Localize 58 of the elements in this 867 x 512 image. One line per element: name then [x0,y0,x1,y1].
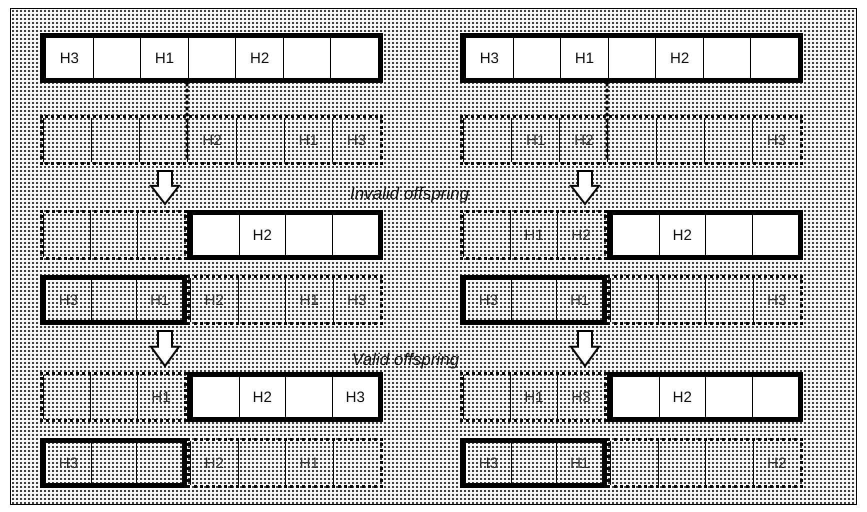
gene-label: H2 [672,226,692,244]
gene-label: H2 [202,132,222,148]
gene-label: H2 [672,388,692,406]
gene-label: H1 [570,292,590,308]
gene-label: H2 [670,50,690,66]
gene-label: H3 [347,292,366,308]
gene-label: H1 [570,454,590,472]
block-arrow [568,170,602,206]
gene-label: H3 [478,292,498,308]
gene-label: H2 [252,388,272,406]
gene-label: H3 [480,50,499,66]
gene-label: H3 [478,454,498,472]
dotted-chromosome-segment [40,115,383,165]
gene-label: H3 [60,50,79,66]
gene-label: H3 [346,388,365,406]
dotted-chromosome-segment [187,438,383,488]
gene-label: H3 [58,292,78,308]
dotted-chromosome-segment [460,115,803,165]
gene-label: H2 [767,454,786,472]
gene-label: H3 [346,132,366,148]
block-arrow [149,330,181,368]
chromosome-segment [607,372,803,422]
gene-label: H3 [571,388,591,406]
caption-text: Valid offspring [352,350,460,370]
gene-label: H2 [574,132,594,148]
gene-label: H3 [58,454,78,472]
chromosome-segment [40,275,187,325]
gene-label: H2 [204,454,224,472]
gene-label: H1 [526,132,546,148]
block-arrow [148,170,182,206]
chromosome-segment [40,33,383,83]
gene-label: H1 [524,226,544,244]
gene-label: H1 [524,388,544,406]
gene-label: H1 [150,292,170,308]
gene-label: H2 [250,50,270,66]
dotted-chromosome-segment [607,438,803,488]
chromosome-segment [187,372,383,422]
gene-label: H1 [300,454,319,472]
dotted-chromosome-segment [187,275,383,325]
chromosome-segment [460,275,607,325]
gene-label: H2 [571,226,591,244]
gene-label: H1 [151,388,171,406]
chromosome-segment [187,210,383,260]
chromosome-segment [460,438,607,488]
gene-label: H3 [766,132,786,148]
gene-label: H3 [767,292,786,308]
gene-label: H1 [298,132,318,148]
block-arrow [569,330,601,368]
gene-label: H1 [154,50,174,66]
chromosome-segment [40,438,187,488]
chromosome-segment [607,210,803,260]
caption-text: Invalid offspring [350,184,470,204]
gene-label: H2 [204,292,224,308]
dotted-chromosome-segment [607,275,803,325]
gene-label: H1 [300,292,319,308]
gene-label: H1 [574,50,594,66]
chromosome-segment [460,33,803,83]
gene-label: H2 [252,226,272,244]
